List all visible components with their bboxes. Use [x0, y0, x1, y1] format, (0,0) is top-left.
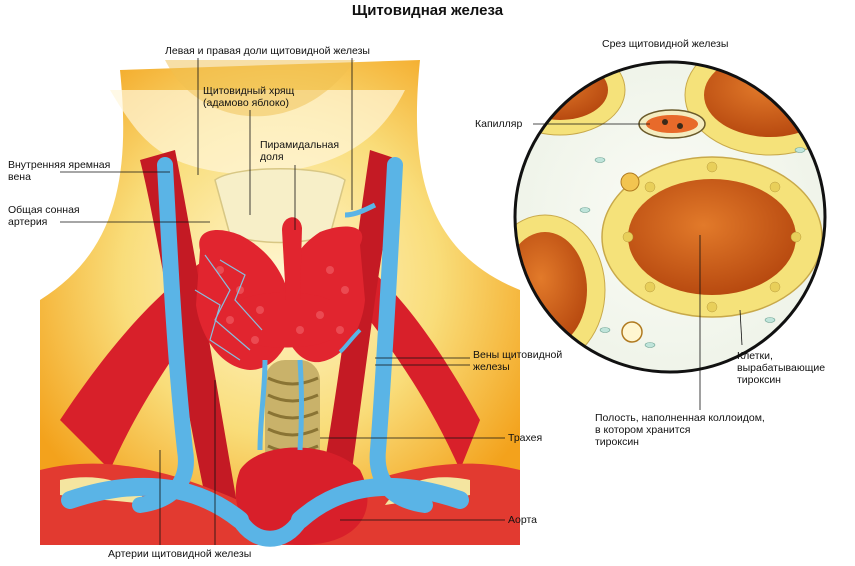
aorta-label: Аорта	[508, 514, 537, 526]
section-title-label: Срез щитовидной железы	[602, 38, 729, 50]
leader-lines-right	[533, 123, 743, 410]
thyroid-veins-label: Вены щитовидной железы	[473, 349, 563, 373]
capillary-label: Капилляр	[475, 118, 523, 130]
thyroid-cartilage-label: Щитовидный хрящ (адамово яблоко)	[203, 85, 295, 109]
jugular-vein-label: Внутренняя яремная вена	[8, 159, 111, 183]
leader-lines-left	[60, 58, 505, 545]
thyroid-arteries-label: Артерии щитовидной железы	[108, 548, 252, 560]
carotid-artery-label: Общая сонная артерия	[8, 204, 80, 228]
lobes-label: Левая и правая доли щитовидной железы	[165, 45, 370, 57]
section-circle	[513, 60, 827, 374]
page-title: Щитовидная железа	[351, 2, 504, 19]
colloid-cavity-label: Полость, наполненная коллоидом, в которо…	[595, 412, 765, 448]
trachea-label: Трахея	[508, 432, 543, 444]
neck-illustration	[40, 60, 520, 547]
pyramidal-lobe-label: Пирамидальная доля	[260, 139, 340, 163]
thyroxine-cells-label: Клетки, вырабатывающие тироксин	[737, 350, 826, 386]
